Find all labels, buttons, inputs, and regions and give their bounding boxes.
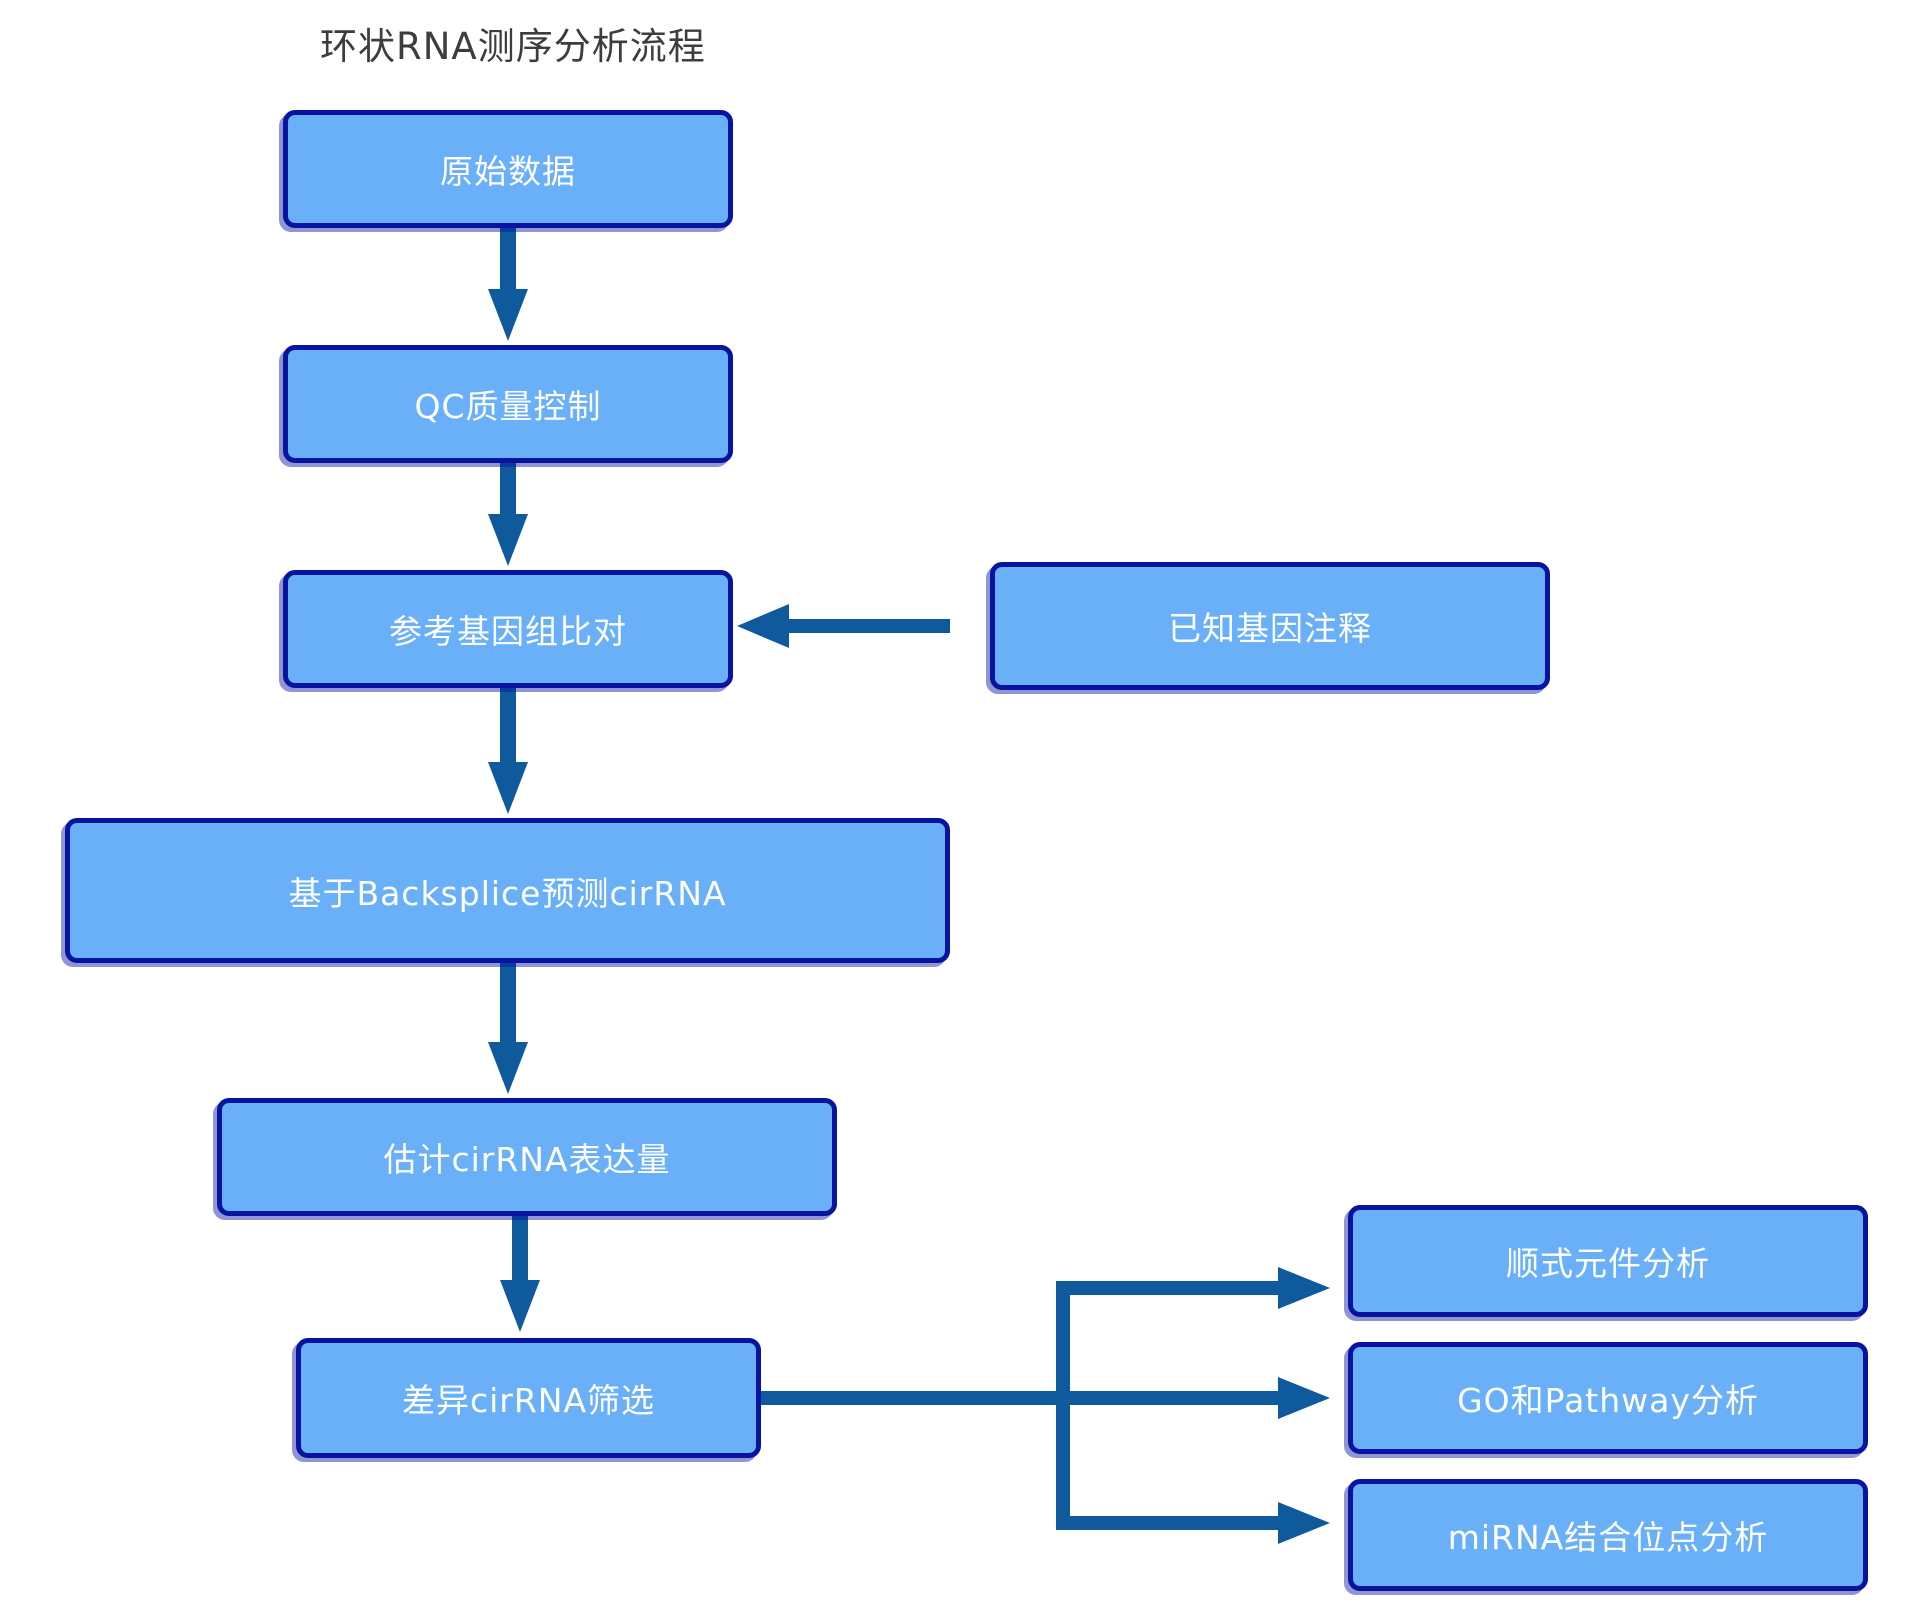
arrow-backsplice-to-expression (488, 961, 528, 1094)
node-mirna-label: miRNA结合位点分析 (1447, 1518, 1769, 1557)
node-diff-label: 差异cirRNA筛选 (401, 1381, 656, 1420)
node-align: 参考基因组比对 (283, 570, 733, 688)
node-mirna: miRNA结合位点分析 (1348, 1479, 1868, 1591)
arrow-align-to-backsplice (488, 686, 528, 814)
node-cis-label: 顺式元件分析 (1506, 1244, 1710, 1283)
arrow-qc-to-align (488, 461, 528, 566)
node-go-pathway-label: GO和Pathway分析 (1457, 1381, 1759, 1420)
diagram-title: 环状RNA测序分析流程 (320, 25, 706, 68)
node-annotation: 已知基因注释 (990, 562, 1550, 690)
arrow-diff-branch (761, 1267, 1330, 1544)
node-qc-label: QC质量控制 (414, 387, 602, 426)
node-annotation-label: 已知基因注释 (1168, 609, 1372, 648)
arrow-raw-data-to-qc (488, 226, 528, 341)
arrow-annotation-to-align (737, 604, 950, 648)
node-backsplice: 基于Backsplice预测cirRNA (65, 818, 950, 963)
node-backsplice-label: 基于Backsplice预测cirRNA (288, 873, 727, 913)
node-expression-label: 估计cirRNA表达量 (383, 1140, 671, 1179)
node-raw-data: 原始数据 (283, 110, 733, 228)
node-raw-data-label: 原始数据 (440, 152, 576, 191)
node-go-pathway: GO和Pathway分析 (1348, 1342, 1868, 1454)
node-qc: QC质量控制 (283, 345, 733, 463)
node-diff: 差异cirRNA筛选 (296, 1338, 761, 1458)
arrow-expression-to-diff (500, 1214, 540, 1332)
node-align-label: 参考基因组比对 (389, 612, 627, 651)
node-cis: 顺式元件分析 (1348, 1205, 1868, 1317)
node-expression: 估计cirRNA表达量 (217, 1098, 837, 1216)
